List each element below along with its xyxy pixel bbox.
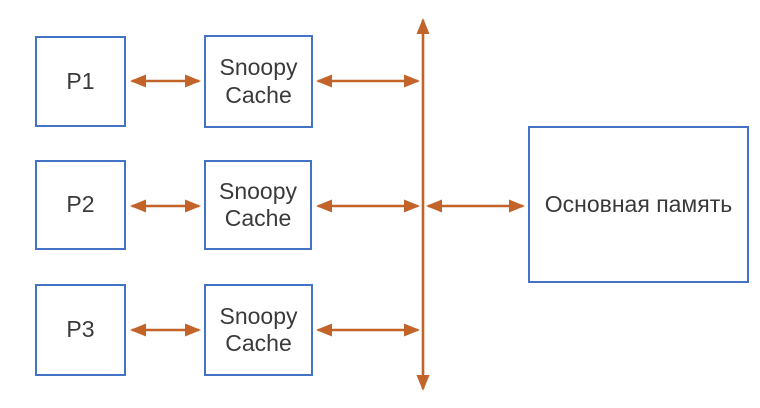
snoopy-cache-box-2: Snoopy Cache	[204, 160, 312, 250]
snoopy-cache-label-1: Snoopy Cache	[219, 54, 298, 108]
snoopy-cache-label-3: Snoopy Cache	[219, 302, 298, 356]
processor-box-p2: P2	[35, 160, 126, 250]
processor-box-p1: P1	[35, 36, 126, 127]
processor-label-p2: P2	[66, 191, 95, 218]
processor-label-p3: P3	[66, 316, 95, 343]
snoopy-cache-box-1: Snoopy Cache	[204, 35, 313, 128]
snoopy-cache-label-2: Snoopy Cache	[218, 177, 297, 231]
snoopy-cache-box-3: Snoopy Cache	[204, 284, 313, 376]
main-memory-box: Основная память	[528, 126, 749, 283]
processor-label-p1: P1	[66, 67, 95, 94]
main-memory-label: Основная память	[544, 190, 733, 217]
processor-box-p3: P3	[35, 284, 126, 376]
